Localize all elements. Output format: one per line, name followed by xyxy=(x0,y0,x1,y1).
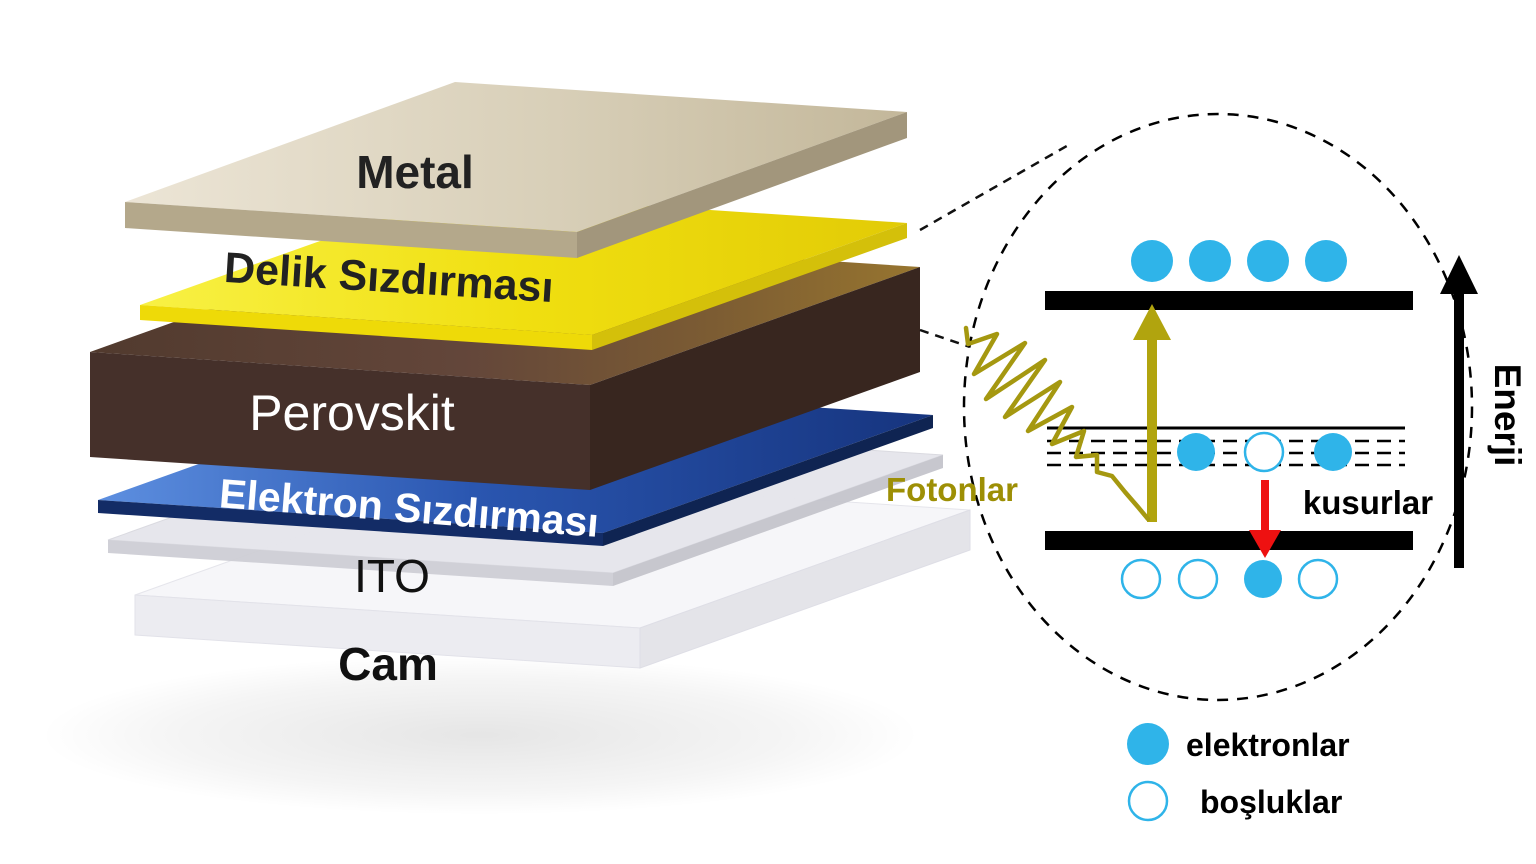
hole-dot xyxy=(1177,558,1219,600)
layer-metal xyxy=(125,82,907,258)
electron-dot xyxy=(1247,240,1289,282)
electron-dot xyxy=(1189,240,1231,282)
hole-dot xyxy=(1297,558,1339,600)
perovskite-right-face xyxy=(590,267,920,490)
photon-excitation-arrow xyxy=(1133,304,1171,522)
electron-dot xyxy=(1244,560,1282,598)
metal-front-face xyxy=(125,202,577,258)
zoom-connector-line-top xyxy=(919,141,1073,232)
legend: elektronlar boşluklar xyxy=(1127,723,1350,822)
hole-transport-right-face xyxy=(592,223,907,350)
photons-label: Fotonlar xyxy=(886,471,1018,508)
photon-wave-icon xyxy=(963,325,1151,522)
label-ito: ITO xyxy=(354,550,430,602)
ito-right-face xyxy=(613,455,943,586)
valence-band-bar xyxy=(1045,531,1413,550)
conduction-band-electrons xyxy=(1131,240,1347,282)
legend-holes-label: boşluklar xyxy=(1200,784,1342,820)
zoom-connector-lines xyxy=(919,141,1073,354)
electron-dot xyxy=(1305,240,1347,282)
energy-axis-arrowhead xyxy=(1440,255,1478,294)
energy-axis: Enerji xyxy=(1440,255,1528,568)
conduction-band-bar xyxy=(1045,291,1413,310)
hole-dot xyxy=(1120,558,1162,600)
label-glass: Cam xyxy=(338,638,438,690)
legend-electrons-label: elektronlar xyxy=(1186,727,1350,763)
label-metal: Metal xyxy=(356,146,474,198)
label-perovskite: Perovskit xyxy=(249,385,455,441)
trap-electron-dot xyxy=(1177,433,1215,471)
legend-hole-icon xyxy=(1127,780,1169,822)
zoom-circle xyxy=(962,112,1474,702)
energy-axis-label: Enerji xyxy=(1487,364,1528,467)
metal-top-face xyxy=(125,82,907,232)
defects-label: kusurlar xyxy=(1303,484,1433,521)
trap-electron-dot xyxy=(1314,433,1352,471)
trap-state-carriers xyxy=(1177,431,1352,473)
recombination-arrow xyxy=(1249,480,1281,558)
zoom-connector-line-bottom xyxy=(919,328,986,354)
hole-transport-front-face xyxy=(140,305,592,350)
perovskite-front-face xyxy=(90,352,590,490)
solar-cell-stack: Metal Delik Sızdırması Perovskit Elektro… xyxy=(90,82,971,690)
electron-dot xyxy=(1131,240,1173,282)
layer-hole-transport xyxy=(140,193,907,350)
glass-right-face xyxy=(639,509,971,669)
trap-hole-dot xyxy=(1243,431,1285,473)
stack-shadow xyxy=(40,655,920,815)
legend-electron-icon xyxy=(1127,723,1169,765)
electron-transport-front-face xyxy=(98,500,603,546)
hole-transport-top-face xyxy=(140,193,907,335)
metal-right-face xyxy=(577,112,907,258)
energy-band-diagram: Fotonlar kusurlar Enerji xyxy=(886,112,1528,702)
ito-front-face xyxy=(108,540,613,586)
electron-transport-right-face xyxy=(603,415,933,546)
valence-band-carriers xyxy=(1120,558,1339,600)
